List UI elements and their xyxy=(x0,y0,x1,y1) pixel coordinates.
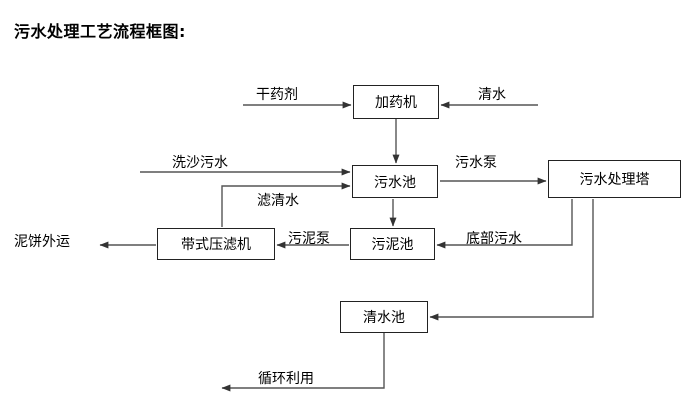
label-filtrate-water: 滤清水 xyxy=(257,193,299,209)
node-sewage-treatment-tower[interactable]: 污水处理塔 xyxy=(548,160,681,198)
node-clear-water-pool[interactable]: 清水池 xyxy=(340,301,428,333)
label-sewage-pump: 污水泵 xyxy=(455,155,497,171)
label-sand-wash-wastewater: 洗沙污水 xyxy=(172,155,228,171)
node-belt-filter-press[interactable]: 带式压滤机 xyxy=(157,228,275,260)
page-title: 污水处理工艺流程框图: xyxy=(14,22,186,41)
node-label: 带式压滤机 xyxy=(181,237,251,253)
label-bottom-sewage: 底部污水 xyxy=(466,231,522,247)
label-recycle-reuse: 循环利用 xyxy=(258,371,314,387)
node-label: 污水处理塔 xyxy=(579,172,650,188)
label-sludge-pump: 污泥泵 xyxy=(288,231,330,247)
node-label: 污水池 xyxy=(374,174,416,191)
node-label: 污泥池 xyxy=(371,237,414,253)
label-clean-water: 清水 xyxy=(478,87,506,103)
wire-tower-to-clearwater xyxy=(429,199,594,321)
label-mud-cake-transport: 泥饼外运 xyxy=(14,234,70,250)
node-sludge-pool[interactable]: 污泥池 xyxy=(350,228,435,260)
label-dry-agent: 干药剂 xyxy=(256,87,298,103)
node-label: 加药机 xyxy=(375,95,417,111)
node-label: 清水池 xyxy=(363,310,405,326)
node-sewage-pool[interactable]: 污水池 xyxy=(352,165,438,198)
node-dosing-machine[interactable]: 加药机 xyxy=(353,85,439,119)
